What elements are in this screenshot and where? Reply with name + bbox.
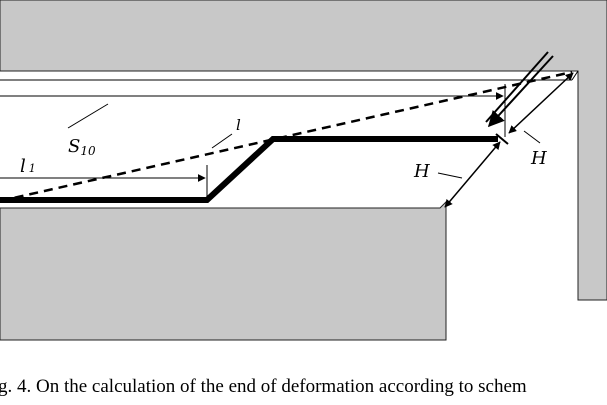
h-left-label: H (413, 161, 430, 182)
lower-die (0, 200, 447, 341)
h-right-leader-line (523, 130, 541, 144)
h-left-dimension-line (444, 141, 501, 208)
figure-caption: g. 4. On the calculation of the end of d… (0, 376, 527, 397)
force-arrow-shaft-b (487, 55, 554, 128)
profile-end-tick (495, 133, 509, 145)
h-right-label: H (530, 148, 547, 169)
l-leader-line (211, 133, 233, 149)
deformed-blank-profile (0, 136, 498, 203)
s10-label: S10 (68, 136, 96, 158)
h-right-dimension-line (508, 72, 574, 134)
upper-die-side-edge (571, 70, 579, 81)
h-left-leader-line (437, 172, 463, 179)
l-label: l (236, 116, 241, 134)
upper-die (0, 0, 607, 301)
s10-leader-line (67, 103, 109, 129)
